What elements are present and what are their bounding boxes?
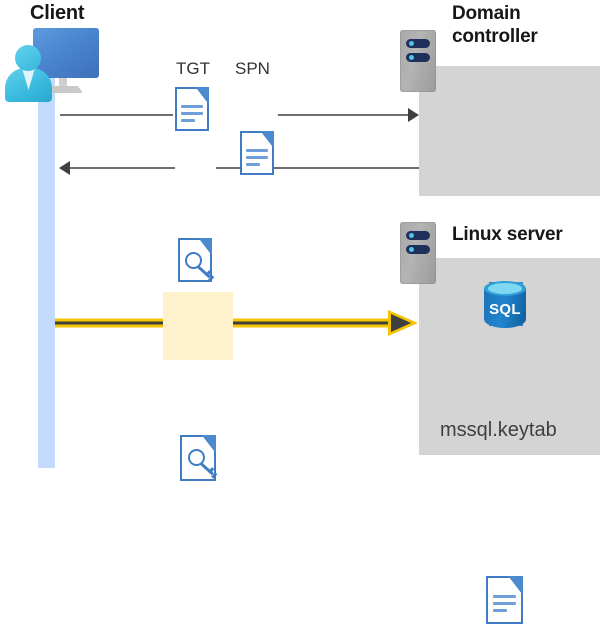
domain-controller-title-line2: controller [452,26,538,47]
document-text-lines [181,104,203,126]
document-sheet [240,131,274,175]
database-cylinder-top-inner [488,283,522,294]
document-text-lines [246,148,268,170]
keytab-filename-label: mssql.keytab [440,419,557,441]
client-title: Client [30,2,85,24]
rack-slot [406,39,430,48]
domain-controller-title-line1: Domain [452,3,521,24]
connector-lines [55,108,419,336]
sql-label: SQL [489,301,521,318]
keytab-file-icon [486,576,523,624]
domain-controller-title: Domain controller [452,2,538,48]
monitor-stand-base [45,86,83,93]
spn-label: SPN [235,59,270,78]
rack-slot [406,245,430,254]
key-icon [186,445,217,479]
tgt-document-icon [175,87,209,131]
key-document-icon-service-ticket [180,435,217,481]
spn-document-icon [240,131,274,175]
key-document-icon-response [178,238,215,282]
key-icon [183,248,215,281]
rack-slot [406,53,430,62]
client-lifeline [38,72,55,468]
tgt-label: TGT [176,59,210,78]
service-ticket-highlight [163,292,233,360]
linux-server-title: Linux server [452,224,563,245]
domain-controller-server-rack-icon [400,30,436,92]
monitor-stand-neck [59,78,67,88]
monitor-screen [33,28,99,78]
linux-server-rack-icon [400,222,436,284]
document-text-lines [492,595,517,616]
rack-slot [406,231,430,240]
person-head [15,45,41,71]
sql-database-icon: SQL [480,279,530,334]
diagram-canvas: Client TGT SPN [5,2,600,624]
user-computer-icon [5,26,100,104]
domain-controller-panel [419,66,600,196]
